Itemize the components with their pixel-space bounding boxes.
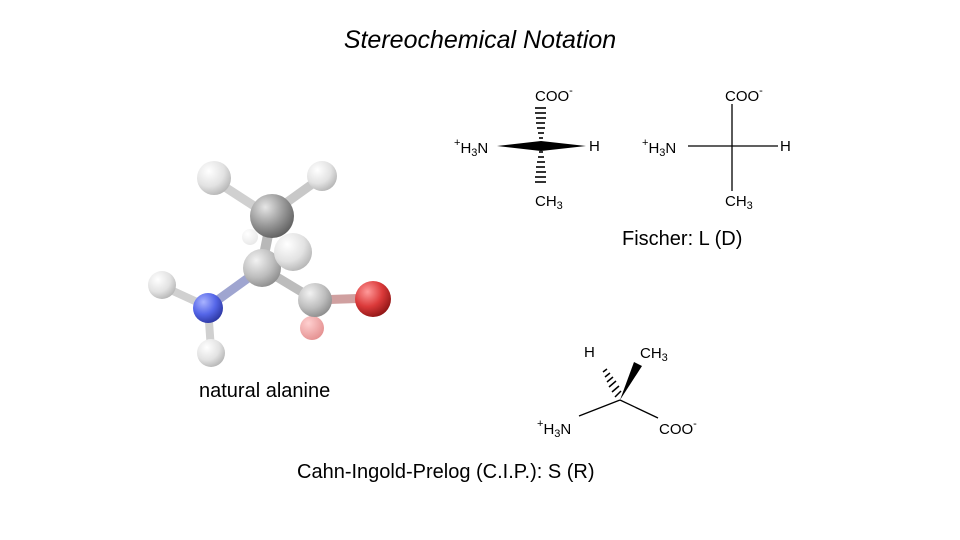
hydrogen-label: H <box>589 138 600 155</box>
methyl-text: CH <box>535 193 557 210</box>
methyl-label: CH3 <box>535 194 563 212</box>
cip-methyl-label: CH3 <box>640 346 668 364</box>
subscript: 3 <box>661 352 668 364</box>
fischer-caption: Fischer: L (D) <box>622 228 743 250</box>
hashed-wedge <box>602 368 622 398</box>
hydrogen-atom <box>197 161 231 195</box>
fischer-carboxylate-label: COO- <box>725 85 763 105</box>
charge-sign: + <box>642 137 649 149</box>
alpha-carbon-atom <box>243 249 281 287</box>
ammonium-label: +H3N <box>454 138 488 159</box>
hydrogen-atom <box>197 339 225 367</box>
carboxylate-label: COO- <box>535 85 573 105</box>
ammonium-n: N <box>477 140 489 157</box>
methyl-text: CH <box>640 345 662 362</box>
page-title: Stereochemical Notation <box>343 26 617 54</box>
ammonium-n: N <box>560 421 572 438</box>
hashed-wedge-up <box>535 107 546 139</box>
methyl-text: CH <box>725 193 747 210</box>
bond-line <box>578 399 621 417</box>
subscript: 3 <box>659 147 666 159</box>
hydrogen-atom <box>148 271 176 299</box>
model-caption: natural alanine <box>199 380 331 402</box>
oxygen-atom <box>355 281 391 317</box>
subscript: 3 <box>471 147 478 159</box>
cip-ammonium-label: +H3N <box>537 419 571 440</box>
fischer-hydrogen-label: H <box>780 138 791 155</box>
cip-caption: Cahn-Ingold-Prelog (C.I.P.): S (R) <box>297 461 595 483</box>
cip-carboxylate-label: COO- <box>659 418 697 438</box>
carboxylate-text: COO <box>725 88 760 105</box>
charge-sign: - <box>569 85 573 97</box>
cip-hydrogen-label: H <box>584 344 595 361</box>
fischer-ammonium-label: +H3N <box>642 138 676 159</box>
charge-sign: - <box>693 418 697 430</box>
ammonium-n: N <box>665 140 677 157</box>
charge-sign: - <box>759 85 763 97</box>
hydrogen-atom <box>307 161 337 191</box>
subscript: 3 <box>556 200 563 212</box>
ammonium-h: H <box>460 140 472 157</box>
hydrogen-atom <box>242 229 258 245</box>
nitrogen-atom <box>193 293 223 323</box>
fischer-methyl-label: CH3 <box>725 194 753 212</box>
subscript: 3 <box>746 200 753 212</box>
hydrogen-atom <box>274 233 312 271</box>
carboxylate-text: COO <box>535 88 570 105</box>
hashed-wedge-down <box>535 151 546 183</box>
solid-wedge-left <box>497 141 541 151</box>
charge-sign: + <box>537 418 544 430</box>
subscript: 3 <box>554 428 561 440</box>
oxygen-atom <box>300 316 324 340</box>
solid-wedge-right <box>541 141 586 151</box>
ammonium-h: H <box>648 140 660 157</box>
solid-wedge <box>620 362 642 400</box>
carboxylate-text: COO <box>659 421 694 438</box>
charge-sign: + <box>454 137 461 149</box>
carboxyl-carbon-atom <box>298 283 332 317</box>
bond-line <box>619 399 659 419</box>
carbon-atom <box>250 194 294 238</box>
ammonium-h: H <box>543 421 555 438</box>
